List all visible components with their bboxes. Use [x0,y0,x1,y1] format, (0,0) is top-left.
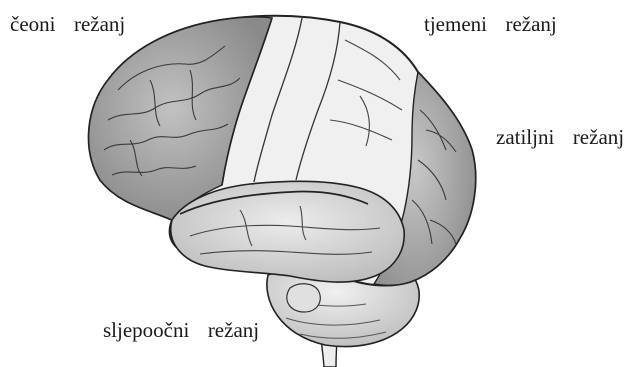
label-parietal-lobe: tjemeni režanj [424,14,557,35]
label-frontal-lobe: čeoni režanj [10,14,125,35]
pons [287,284,320,312]
label-temporal-lobe: sljepoočni režanj [103,320,259,341]
label-occipital-lobe: zatiljni režanj [496,127,624,148]
